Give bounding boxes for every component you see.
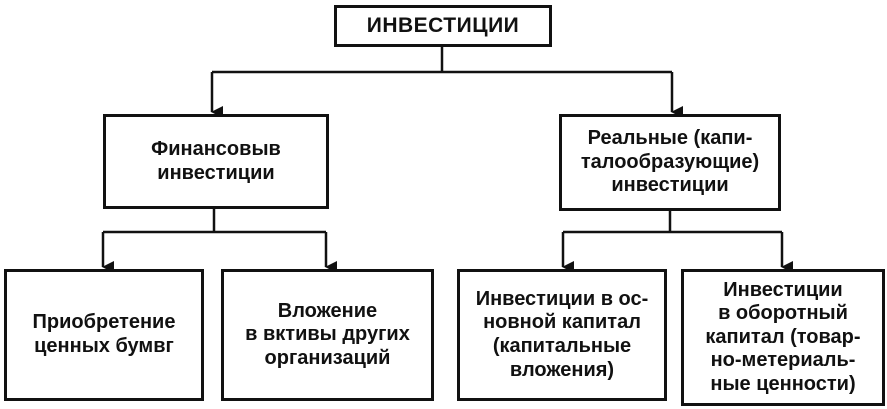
node-other-organizations-assets: Вложение в вктивы других организаций: [221, 269, 434, 401]
node-financial-investments: Финансовыв инвестиции: [103, 114, 329, 209]
node-real-investments: Реальные (капи- талообразующие) инвестиц…: [559, 114, 781, 211]
node-securities-purchase: Приобретение ценных бумвг: [4, 269, 204, 401]
node-working-capital-investments: Инвестиции в оборотный капитал (товар- н…: [681, 269, 885, 406]
node-investments-root: ИНВЕСТИЦИИ: [334, 5, 552, 47]
node-fixed-capital-investments: Инвестиции в ос- новной капитал (капитал…: [457, 269, 667, 401]
